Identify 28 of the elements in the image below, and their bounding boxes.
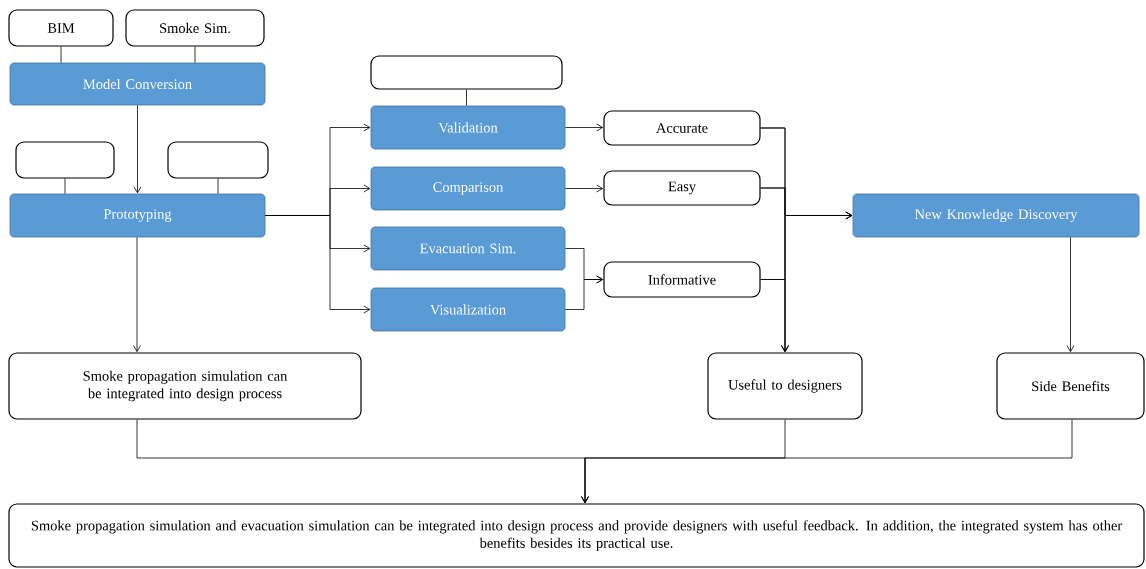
result-box: Smoke propagation simulation can be integrated into design process [8, 352, 362, 420]
process-box: Prototyping [9, 193, 266, 238]
process-box: Comparison [370, 166, 566, 211]
process-box: Visualization [370, 287, 566, 332]
arrow [565, 275, 603, 310]
arrow [265, 215, 371, 314]
arrow [565, 184, 603, 193]
arrow [760, 279, 789, 352]
result-box: Smoke propagation simulation and evacuation simulation can be integrated into design process and provide designers with useful feedback. In addition, the integrated system has other benefits besides its practical use. [8, 503, 1145, 568]
arrow [581, 419, 1073, 503]
result-box: Easy [603, 170, 761, 206]
arrow [1066, 237, 1075, 352]
result-box: Side Benefits [996, 352, 1145, 420]
process-box: Validation [370, 105, 566, 150]
input-box [370, 55, 563, 90]
arrow [133, 237, 141, 352]
arrow [565, 123, 603, 132]
process-box: Model Conversion [9, 62, 266, 106]
result-box: Useful to designers [707, 352, 863, 420]
arrow [133, 105, 142, 194]
input-box: Smoke Sim. [125, 9, 265, 47]
process-box: New Knowledge Discovery [852, 193, 1140, 238]
input-box: BIM [8, 9, 114, 47]
process-box: Evacuation Sim. [370, 226, 566, 271]
input-box [15, 141, 115, 179]
input-box [167, 141, 269, 179]
result-box: Informative [603, 261, 761, 298]
result-box: Accurate [603, 110, 761, 146]
